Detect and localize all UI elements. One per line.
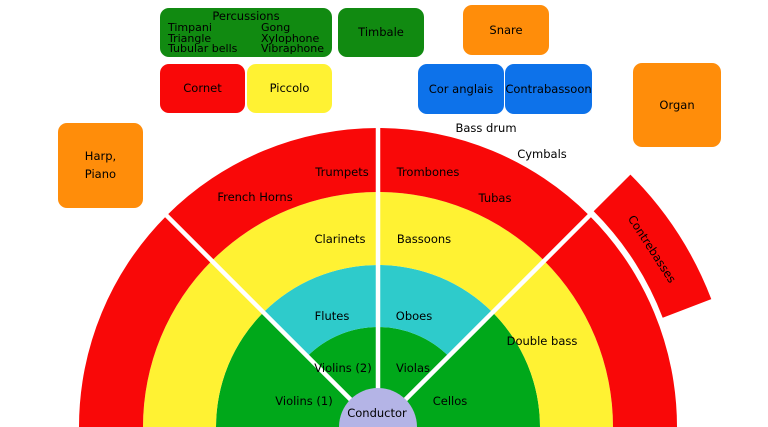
label-flutes: Flutes — [315, 309, 350, 323]
timbale-box: Timbale — [338, 8, 424, 57]
french-horns-trumpets-sector — [166, 128, 378, 261]
percussion-item: Tubular bells — [168, 42, 238, 55]
label-clarinets: Clarinets — [314, 232, 365, 246]
strings-right-sector — [399, 312, 540, 427]
brass-ring-far-right — [544, 215, 677, 427]
cor-anglais-box: Cor anglais — [418, 64, 504, 114]
percussion-item: Triangle — [168, 31, 212, 45]
contrabassoon-box: Contrabassoon — [505, 64, 592, 114]
snare-label: Snare — [489, 22, 523, 37]
percussions-box: Percussions Timpani Triangle Tubular bel… — [160, 8, 332, 57]
label-bassoons: Bassoons — [397, 232, 451, 246]
label-tubas: Tubas — [478, 191, 512, 205]
percussion-item: Xylophone — [261, 31, 320, 45]
percussions-items-left: Timpani Triangle Tubular bells — [168, 21, 261, 55]
violins-2-sector — [307, 327, 378, 406]
label-trombones: Trombones — [396, 165, 460, 179]
timbale-label: Timbale — [358, 25, 404, 40]
double-bass-sector — [492, 260, 613, 427]
snare-box: Snare — [463, 5, 549, 55]
conductor-area — [339, 388, 417, 427]
sector-divider — [163, 212, 356, 405]
flutes-sector — [263, 264, 378, 357]
piccolo-label: Piccolo — [269, 81, 310, 96]
piccolo-box: Piccolo — [247, 64, 332, 113]
label-double-bass: Double bass — [507, 334, 578, 348]
harp-piano-label: Harp, Piano — [84, 149, 117, 181]
bassoons-sector — [378, 192, 545, 313]
contrebasses-segment — [593, 174, 712, 318]
label-violins-2: Violins (2) — [314, 361, 371, 375]
contrabassoon-label: Contrabassoon — [505, 81, 592, 96]
label-cellos: Cellos — [433, 394, 468, 408]
harp-piano-box: Harp, Piano — [58, 123, 143, 208]
label-conductor: Conductor — [347, 406, 407, 420]
cornet-label: Cornet — [183, 81, 222, 96]
strings-left-sector — [215, 312, 357, 427]
cor-anglais-label: Cor anglais — [428, 81, 494, 96]
brass-ring-far-left — [79, 215, 212, 427]
percussion-item: Timpani — [168, 21, 212, 34]
percussions-items: Timpani Triangle Tubular bells Gong Xylo… — [160, 21, 332, 55]
organ-label: Organ — [659, 97, 695, 112]
percussions-title: Percussions — [212, 9, 280, 23]
percussion-item: Gong — [261, 21, 291, 34]
oboes-sector — [378, 264, 493, 357]
clarinets-sector — [211, 192, 378, 313]
violas-sector — [378, 327, 449, 406]
label-violas: Violas — [396, 361, 430, 375]
percussions-items-right: Gong Xylophone Vibraphone — [261, 21, 325, 55]
percussion-item: Vibraphone — [261, 42, 325, 55]
label-bass-drum: Bass drum — [455, 121, 516, 135]
label-oboes: Oboes — [396, 309, 432, 323]
label-trumpets: Trumpets — [314, 165, 368, 179]
label-french-horns: French Horns — [217, 190, 292, 204]
woodwind-ring-far-left — [142, 260, 264, 427]
label-cymbals: Cymbals — [517, 147, 567, 161]
label-violins-1: Violins (1) — [275, 394, 332, 408]
trombones-tubas-sector — [378, 128, 590, 261]
sector-divider — [400, 212, 593, 405]
cornet-box: Cornet — [160, 64, 245, 113]
organ-box: Organ — [633, 63, 721, 147]
